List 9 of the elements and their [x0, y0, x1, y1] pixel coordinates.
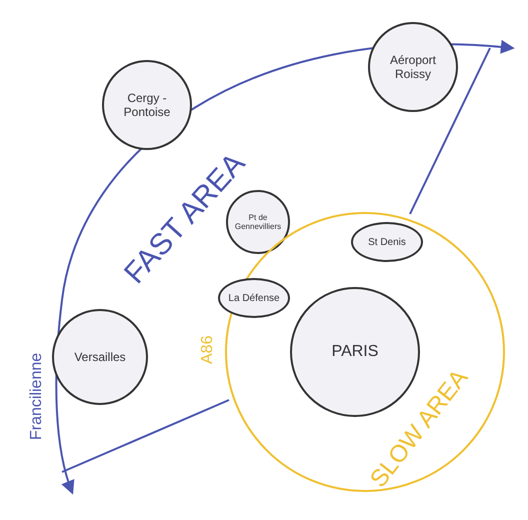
place-circle: Versailles — [52, 309, 148, 405]
place-circle: Cergy - Pontoise — [102, 60, 192, 150]
place-circle: La Défense — [218, 278, 290, 318]
place-circle: Pt de Gennevilliers — [226, 190, 290, 254]
place-circle: PARIS — [290, 287, 420, 417]
place-circle: St Denis — [351, 222, 423, 262]
place-circle: Aéroport Roissy — [368, 22, 458, 112]
road-label: Francilienne — [28, 352, 46, 440]
road-label: A86 — [199, 336, 217, 364]
